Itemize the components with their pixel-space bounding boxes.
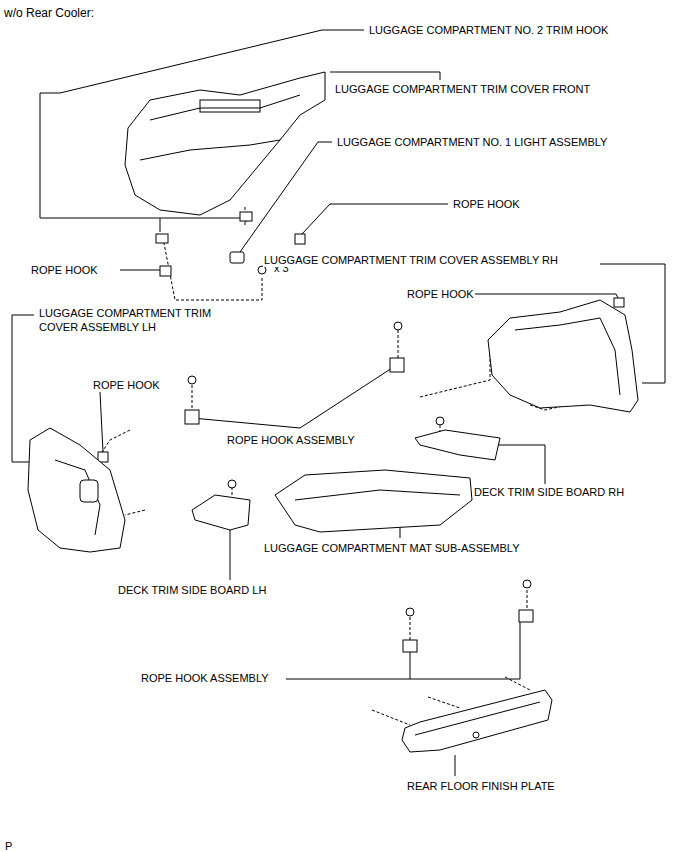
part-name: ROPE HOOK <box>406 287 475 301</box>
part-name: DECK TRIM SIDE BOARD RH <box>473 485 625 499</box>
reference-code: P <box>4 839 13 852</box>
part-name: DECK TRIM SIDE BOARD LH <box>117 583 267 597</box>
part-name: LUGGAGE COMPARTMENT MAT SUB-ASSEMBLY <box>263 541 521 555</box>
part-name: LUGGAGE COMPARTMENT TRIM COVER ASSEMBLY … <box>263 253 559 267</box>
part-name: LUGGAGE COMPARTMENT NO. 1 LIGHT ASSEMBLY <box>336 135 608 149</box>
part-name: ROPE HOOK <box>452 197 521 211</box>
part-name: ROPE HOOK <box>92 378 161 392</box>
part-name: REAR FLOOR FINISH PLATE <box>406 779 556 793</box>
part-name: ROPE HOOK <box>30 263 99 277</box>
part-name: LUGGAGE COMPARTMENT TRIM COVER FRONT <box>334 82 591 96</box>
part-name: LUGGAGE COMPARTMENT TRIM COVER ASSEMBLY … <box>38 306 240 334</box>
part-name: ROPE HOOK ASSEMBLY <box>140 671 270 685</box>
part-name: LUGGAGE COMPARTMENT NO. 2 TRIM HOOK <box>368 23 609 37</box>
heading: w/o Rear Cooler: <box>4 6 94 21</box>
part-name: ROPE HOOK ASSEMBLY <box>226 433 356 447</box>
